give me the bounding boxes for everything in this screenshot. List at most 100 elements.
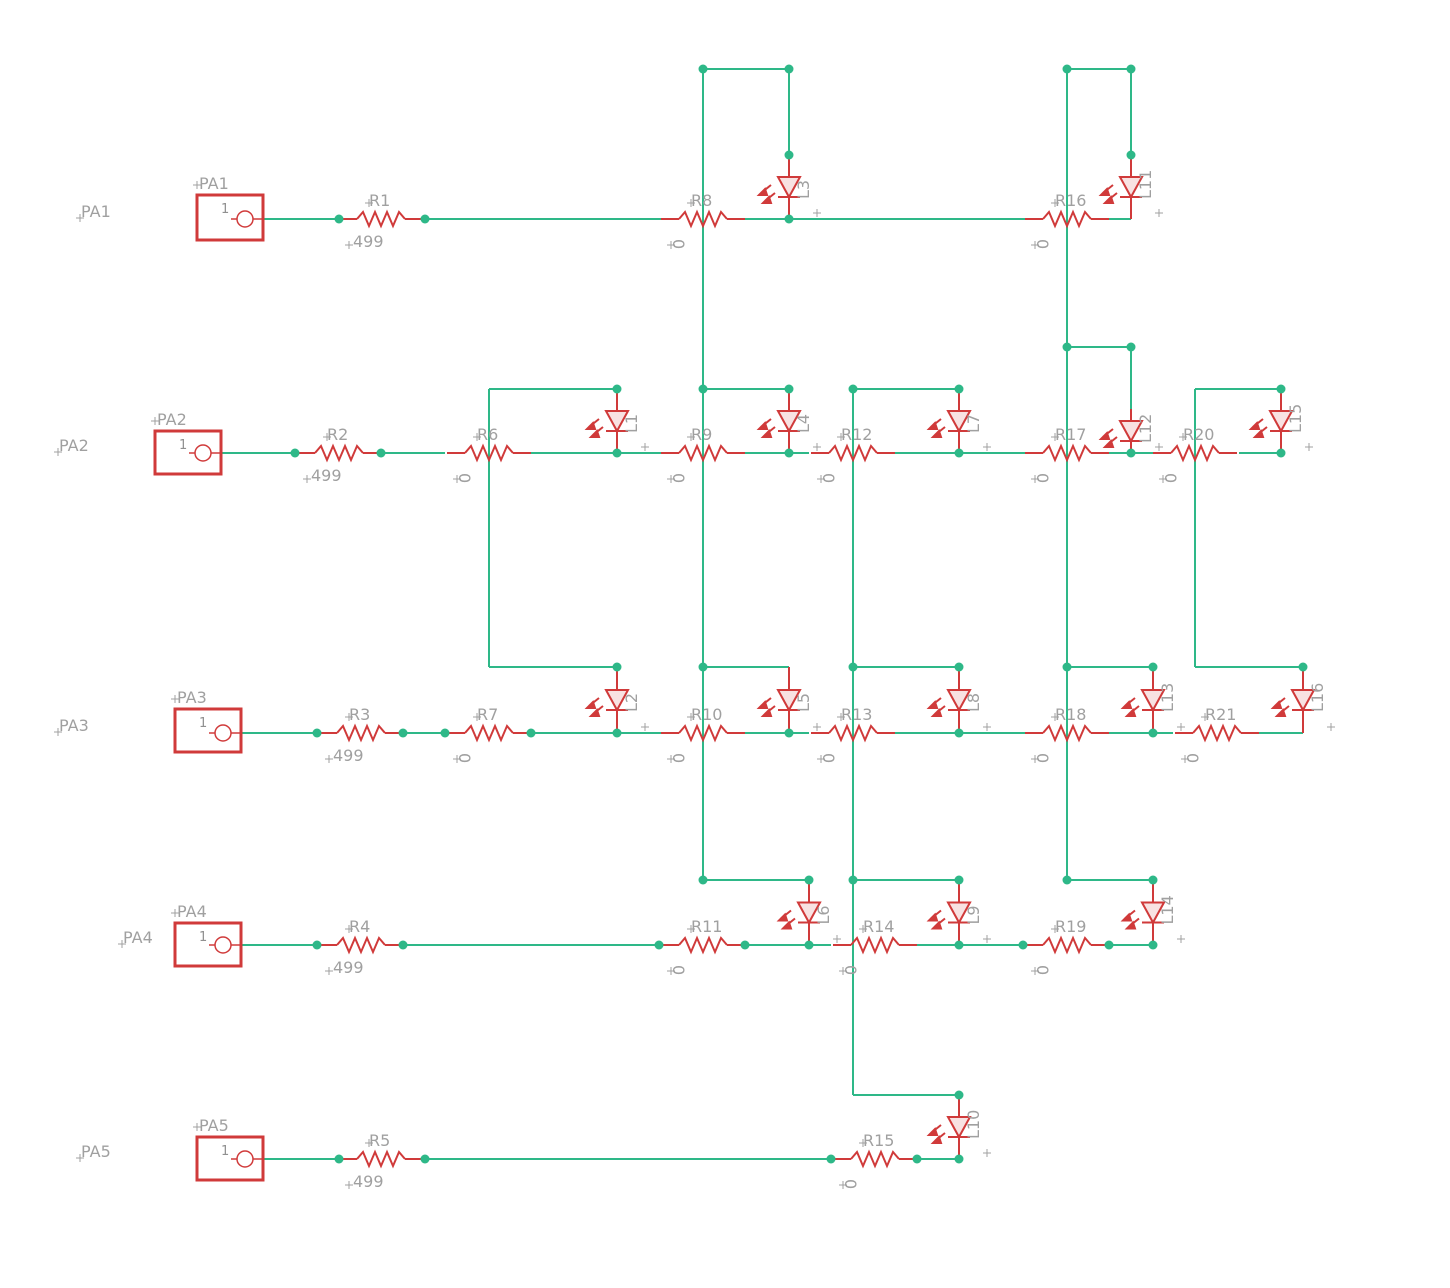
junction-dot [612, 728, 622, 738]
resistor-name: R17 [1055, 425, 1086, 444]
connector-label: PA4 [177, 902, 207, 921]
junction-dot [784, 448, 794, 458]
resistor-r5: R5 499 [339, 1131, 423, 1191]
junction-dot [1126, 64, 1136, 74]
led-l7: L7 [926, 389, 991, 453]
net-label: PA1 [81, 202, 111, 221]
resistor-value: 0 [1033, 473, 1052, 483]
resistor-r7: R70 [447, 705, 531, 763]
connector-label: PA3 [177, 688, 207, 707]
junction-dot [954, 875, 964, 885]
junction-dot [954, 940, 964, 950]
junction-dot [1062, 342, 1072, 352]
resistor-r17: R17 0 [1025, 425, 1109, 483]
led-label: L14 [1158, 895, 1177, 924]
resistor-name: R6 [477, 425, 498, 444]
resistor-value: 0 [1033, 965, 1052, 975]
junction-dot [1126, 150, 1136, 160]
junction-dot [420, 1154, 430, 1164]
junction-dot [954, 384, 964, 394]
led-l6: L6 [776, 880, 841, 945]
junction-dot [334, 214, 344, 224]
junction-dot [848, 384, 858, 394]
connector-pa4: PA4 1 PA4 [118, 902, 243, 968]
led-label: L8 [964, 693, 983, 712]
resistor-name: R5 [369, 1131, 390, 1150]
junction-dot [398, 728, 408, 738]
resistor-value: 0 [841, 965, 860, 975]
junction-dot [804, 940, 814, 950]
led-label: L9 [964, 905, 983, 924]
resistor-name: R2 [327, 425, 348, 444]
led-label: L6 [814, 905, 833, 924]
resistor-name: R15 [863, 1131, 894, 1150]
parts-layer: PA11PA1PA21PA2PA31PA3PA41PA4PA51PA5R1499… [54, 155, 1335, 1191]
junction-dot [784, 384, 794, 394]
led-label: L7 [964, 414, 983, 433]
junction-dot [290, 448, 300, 458]
resistor-name: R19 [1055, 917, 1086, 936]
resistor-value: 0 [669, 473, 688, 483]
junction-dot [698, 64, 708, 74]
led-l13: L13 [1120, 667, 1185, 733]
resistor-name: R20 [1183, 425, 1214, 444]
junction-dot [1126, 342, 1136, 352]
led-label: L5 [794, 693, 813, 712]
led-label: L2 [622, 693, 641, 712]
resistor-name: R9 [691, 425, 712, 444]
junction-dot [334, 1154, 344, 1164]
resistor-value: 499 [353, 232, 384, 251]
led-label: L15 [1286, 404, 1305, 433]
junction-dot [954, 448, 964, 458]
junction-dot [826, 1154, 836, 1164]
junction-dot [1148, 728, 1158, 738]
connector-pin-number: 1 [221, 1144, 229, 1159]
junction-dot [698, 662, 708, 672]
resistor-value: 0 [1183, 753, 1202, 763]
resistor-name: R10 [691, 705, 722, 724]
led-label: L3 [794, 180, 813, 199]
junction-dot [1062, 662, 1072, 672]
led-l4: L4 [756, 389, 821, 453]
resistor-value: 0 [819, 753, 838, 763]
resistor-value: 0 [669, 239, 688, 249]
connector-pa3: PA3 1 PA3 [54, 688, 243, 754]
led-l3: L3 [756, 155, 821, 219]
junction-dot [440, 728, 450, 738]
connector-pin-number: 1 [199, 716, 207, 731]
resistor-value: 499 [311, 466, 342, 485]
led-l9: L9 [926, 880, 991, 945]
net-label: PA3 [59, 716, 89, 735]
led-l8: L8 [926, 667, 991, 733]
resistor-r14: R14 0 [833, 917, 917, 975]
resistor-r19: R19 0 [1025, 917, 1109, 975]
net-label: PA4 [123, 928, 153, 947]
resistor-value: 499 [353, 1172, 384, 1191]
resistor-value: 0 [1033, 753, 1052, 763]
junction-dot [804, 875, 814, 885]
junction-dot [612, 448, 622, 458]
junction-dot [784, 64, 794, 74]
resistor-r2: R2 499 [297, 425, 381, 485]
connector-pin-number: 1 [199, 930, 207, 945]
junction-dot [312, 728, 322, 738]
resistor-name: R14 [863, 917, 894, 936]
resistor-value: 0 [455, 753, 474, 763]
junction-dot [698, 384, 708, 394]
junction-dot [954, 662, 964, 672]
led-l10: L10 [926, 1095, 991, 1159]
junction-dot [1148, 875, 1158, 885]
junction-dot [954, 728, 964, 738]
resistor-value: 0 [1033, 239, 1052, 249]
junction-dot [612, 384, 622, 394]
junction-dot [1104, 940, 1114, 950]
